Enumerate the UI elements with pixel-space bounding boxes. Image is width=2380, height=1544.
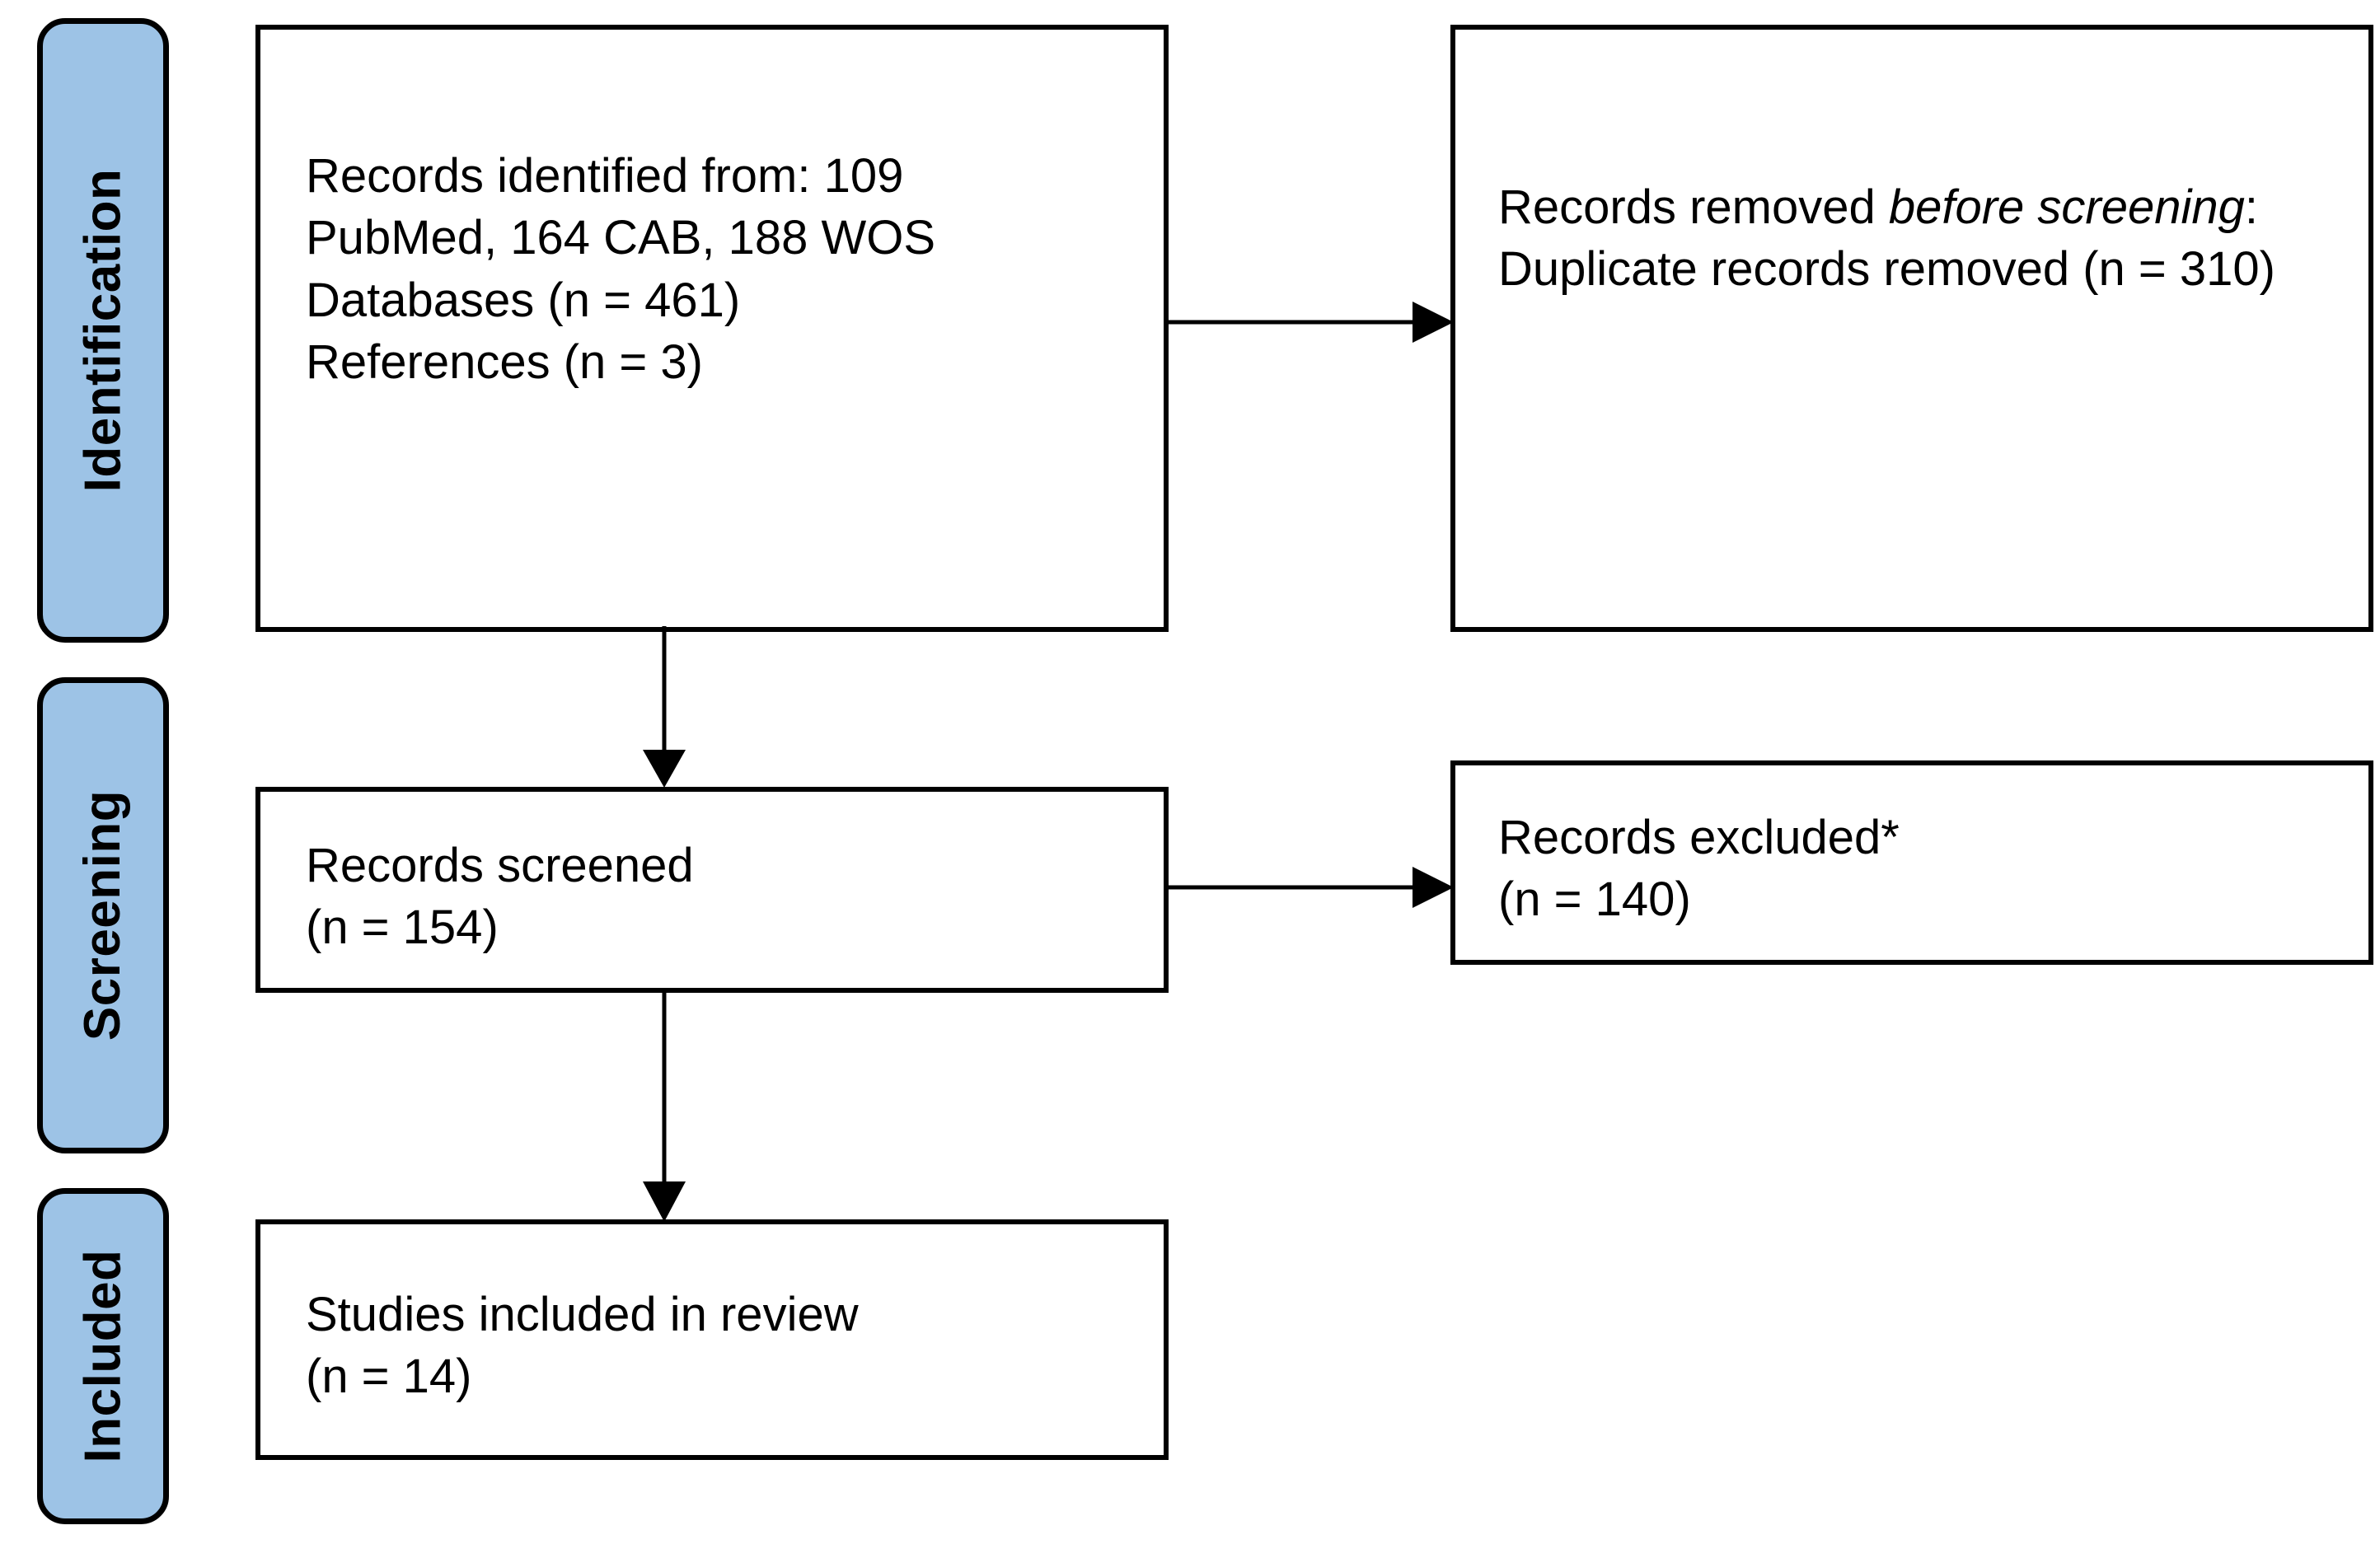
records-excluded-line-1: Records excluded* (1498, 811, 1900, 864)
arrow-screened-to-excluded (1169, 867, 1454, 908)
studies-included-line-1: Studies included in review (306, 1288, 859, 1341)
arrow-screened-to-included (643, 990, 686, 1222)
records-identified-line-2: PubMed, 164 CAB, 188 WOS (306, 211, 936, 265)
stage-label-identification: Identification (74, 168, 131, 493)
studies-included-line-2: (n = 14) (306, 1350, 472, 1404)
box-studies-included: Studies included in review (n = 14) (255, 1219, 1169, 1460)
records-identified-line-4: References (n = 3) (306, 335, 703, 390)
arrow-identified-to-screened (643, 626, 686, 788)
records-identified-line-1: Records identified from: 109 (306, 149, 904, 203)
box-records-identified: Records identified from: 109 PubMed, 164… (255, 25, 1169, 632)
stage-label-screening: Screening (74, 789, 131, 1041)
records-excluded-line-2: (n = 140) (1498, 873, 1691, 927)
box-records-screened: Records screened (n = 154) (255, 787, 1169, 993)
box-records-removed-text: Records removed before screening: Duplic… (1498, 176, 2368, 301)
box-records-excluded: Records excluded* (n = 140) (1450, 760, 2373, 965)
stage-pill-screening: Screening (37, 677, 169, 1153)
records-screened-line-2: (n = 154) (306, 901, 499, 955)
records-removed-emphasis: before screening (1888, 180, 2245, 234)
stage-pill-included: Included (37, 1188, 169, 1524)
box-records-removed: Records removed before screening: Duplic… (1450, 25, 2373, 632)
records-identified-line-3: Databases (n = 461) (306, 273, 741, 327)
arrow-identified-to-removed (1169, 302, 1454, 343)
box-records-excluded-text: Records excluded* (n = 140) (1498, 807, 2368, 931)
box-studies-included-text: Studies included in review (n = 14) (306, 1284, 1164, 1408)
records-screened-line-1: Records screened (306, 839, 694, 892)
box-records-identified-text: Records identified from: 109 PubMed, 164… (306, 145, 1164, 394)
stage-pill-identification: Identification (37, 18, 169, 643)
records-removed-prefix: Records removed (1498, 180, 1889, 234)
stage-label-included: Included (74, 1249, 131, 1463)
records-removed-suffix: : Duplicate records removed (n = 310) (1498, 180, 2275, 297)
box-records-screened-text: Records screened (n = 154) (306, 835, 1164, 959)
